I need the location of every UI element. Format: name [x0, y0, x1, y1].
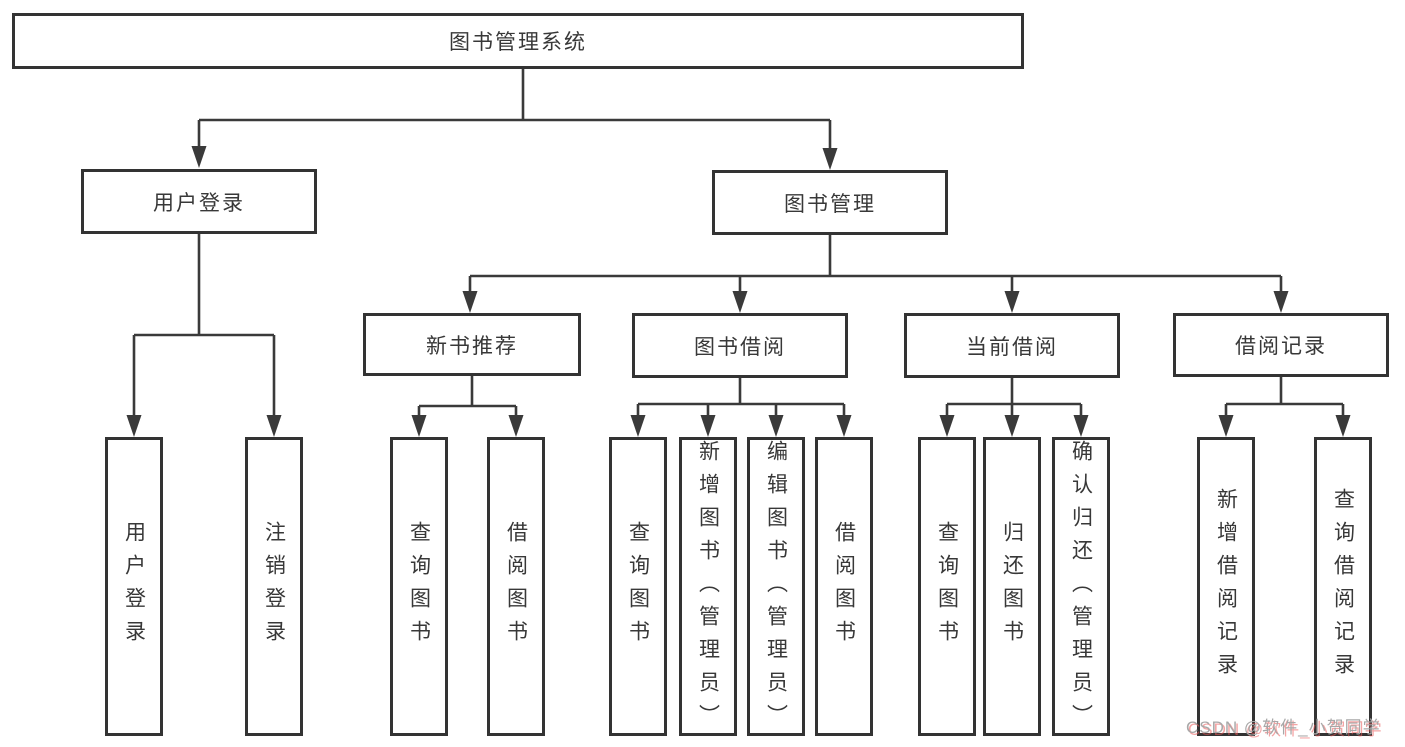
leaf-add-borrow-record: 新增借阅记录	[1197, 437, 1255, 736]
arrow-down-icon	[768, 415, 784, 437]
csdn-watermark: CSDN @软件_小贺同学	[1186, 718, 1381, 737]
arrow-down-icon	[1218, 415, 1234, 437]
leaf-user-login: 用户登录	[105, 437, 163, 736]
leaf-query-books-recommend: 查询图书	[390, 437, 448, 736]
leaf-query-books-current: 查询图书	[918, 437, 976, 736]
leaf-query-books-borrowing: 查询图书	[609, 437, 667, 736]
connector-shafts	[132, 69, 1345, 418]
arrow-down-icon	[126, 415, 142, 437]
arrow-down-icon	[630, 415, 646, 437]
leaf-edit-books-admin: 编辑图书（管理员）	[747, 437, 805, 737]
arrow-down-icon	[700, 415, 716, 437]
leaf-add-books-admin: 新增图书（管理员）	[679, 437, 737, 737]
leaf-return-books: 归还图书	[983, 437, 1041, 736]
arrow-down-icon	[732, 291, 748, 313]
arrow-down-icon	[508, 415, 524, 437]
arrow-down-icon	[1004, 415, 1020, 437]
arrow-down-icon	[1073, 415, 1089, 437]
leaf-borrow-books: 借阅图书	[815, 437, 873, 736]
arrow-down-icon	[462, 291, 478, 313]
arrow-down-icon	[1004, 291, 1020, 313]
node-book-management-branch: 图书管理	[712, 170, 948, 235]
leaf-logout: 注销登录	[245, 437, 303, 736]
leaf-query-borrow-record: 查询借阅记录	[1314, 437, 1372, 736]
node-book-borrowing: 图书借阅	[632, 313, 848, 378]
arrow-down-icon	[191, 146, 207, 168]
node-current-borrowing: 当前借阅	[904, 313, 1120, 378]
arrow-down-icon	[939, 415, 955, 437]
arrow-down-icon	[411, 415, 427, 437]
arrow-down-icon	[266, 415, 282, 437]
arrow-down-icon	[1273, 291, 1289, 313]
arrow-down-icon	[836, 415, 852, 437]
node-library-management-system: 图书管理系统	[12, 13, 1024, 69]
leaf-confirm-return-admin: 确认归还（管理员）	[1052, 437, 1110, 737]
node-new-book-recommendation: 新书推荐	[363, 313, 581, 376]
leaf-borrow-books-recommend: 借阅图书	[487, 437, 545, 736]
arrowheads	[126, 146, 1351, 437]
arrow-down-icon	[1335, 415, 1351, 437]
arrow-down-icon	[822, 148, 838, 170]
node-borrowing-records: 借阅记录	[1173, 313, 1389, 377]
node-user-login-branch: 用户登录	[81, 169, 317, 234]
